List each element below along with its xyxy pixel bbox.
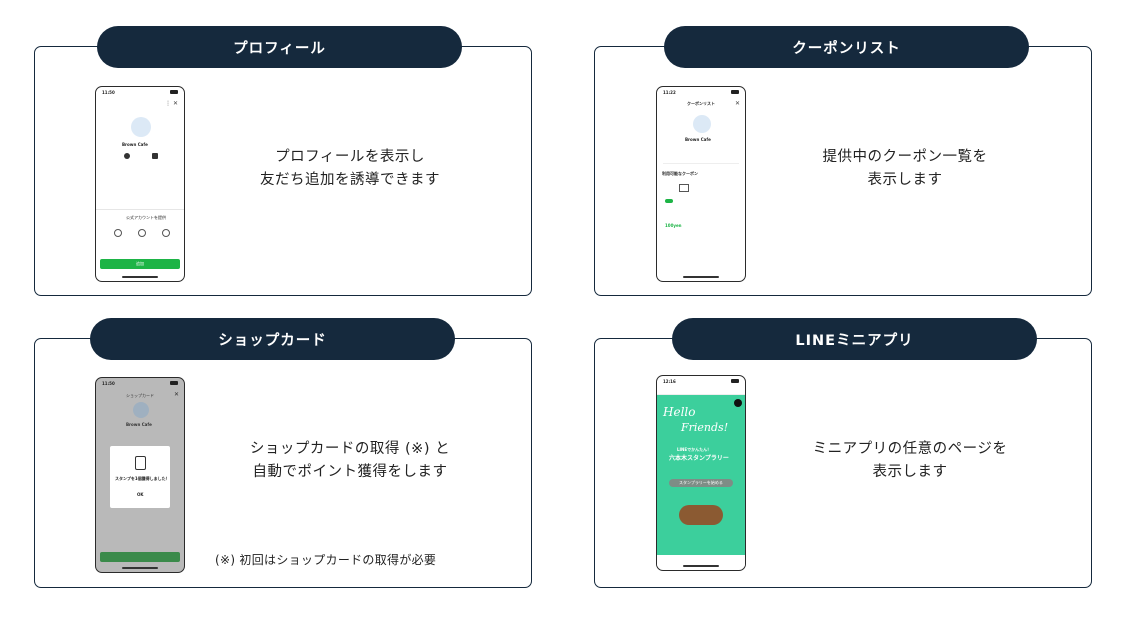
desc-line-1: プロフィールを表示し xyxy=(275,149,425,165)
tab-row xyxy=(663,155,739,164)
card-title-shop-card: ショップカード xyxy=(90,318,455,360)
hello-text: Hello xyxy=(663,405,696,419)
status-time: 11:50 xyxy=(102,90,115,95)
battery-icon xyxy=(170,381,178,385)
phone-mockup-shopcard: 11:50 ショップカード ✕ Brown Cafe スタンプを1個獲得しました… xyxy=(95,377,185,573)
browser-bar xyxy=(657,386,745,395)
divider xyxy=(96,209,184,210)
card-desc-shop-card: ショップカードの取得 (※) と 自動でポイント獲得をします xyxy=(225,438,475,484)
option-icon-3 xyxy=(162,229,170,237)
status-time: 11:50 xyxy=(102,381,115,386)
phone-mockup-miniapp: 12:16 Hello Friends! LINEでかんたん！ 六本木スタンプラ… xyxy=(656,375,746,571)
close-icon: ✕ xyxy=(173,391,179,398)
account-name: Brown Cafe xyxy=(122,142,148,147)
desc-line-1: ミニアプリの任意のページを xyxy=(812,441,1008,457)
screen-header: クーポンリスト xyxy=(687,101,715,106)
status-time: 11:22 xyxy=(663,90,676,95)
card-desc-mini-app: ミニアプリの任意のページを 表示します xyxy=(785,438,1035,484)
dialog-ok-button[interactable]: OK xyxy=(137,492,144,497)
coupon-badge xyxy=(665,199,673,203)
account-name: Brown Cafe xyxy=(126,422,152,427)
option-icon-2 xyxy=(138,229,146,237)
battery-icon xyxy=(731,90,739,94)
avatar xyxy=(133,402,149,418)
footnote: (※) 初回はショップカードの取得が必要 xyxy=(215,553,437,567)
section-label: 公式アカウントを提供 xyxy=(126,215,166,220)
battery-icon xyxy=(731,379,739,383)
banner-title: 六本木スタンプラリー xyxy=(669,455,729,462)
home-indicator xyxy=(683,276,719,278)
phone-mockup-coupon: 11:22 クーポンリスト ✕ Brown Cafe 利用可能なクーポン 100… xyxy=(656,86,746,282)
home-indicator xyxy=(122,567,158,569)
desc-line-2: 友だち追加を誘導できます xyxy=(260,172,440,188)
section-label: 利用可能なクーポン xyxy=(662,171,698,176)
footer-button[interactable] xyxy=(100,552,180,562)
home-indicator xyxy=(122,276,158,278)
battery-icon xyxy=(170,90,178,94)
call-icon xyxy=(152,153,158,159)
character-illustration xyxy=(679,505,723,525)
coupon-icon xyxy=(679,184,689,192)
dialog-message: スタンプを1個獲得しました！ xyxy=(115,476,170,481)
desc-line-2: 表示します xyxy=(872,464,948,480)
desc-line-2: 自動でポイント獲得をします xyxy=(252,464,448,480)
close-icon: ✕ xyxy=(734,100,740,107)
avatar xyxy=(131,117,151,137)
card-desc-profile: プロフィールを表示し 友だち追加を誘導できます xyxy=(225,146,475,192)
card-desc-coupon-list: 提供中のクーポン一覧を 表示します xyxy=(780,146,1030,192)
home-indicator xyxy=(683,565,719,567)
more-icon: ⋮ ✕ xyxy=(165,100,178,107)
option-icon-1 xyxy=(114,229,122,237)
desc-line-1: ショップカードの取得 (※) と xyxy=(249,441,451,457)
desc-line-2: 表示します xyxy=(867,172,943,188)
cta-label: スタンプラリーを始める xyxy=(679,480,723,485)
chat-icon xyxy=(124,153,130,159)
mini-app-hero: Hello Friends! LINEでかんたん！ 六本木スタンプラリー スタン… xyxy=(657,395,745,555)
phone-mockup-profile: 11:50 ⋮ ✕ Brown Cafe 公式アカウントを提供 追加 xyxy=(95,86,185,282)
add-friend-button[interactable]: 追加 xyxy=(100,259,180,269)
add-friend-label: 追加 xyxy=(136,261,144,266)
banner-sub: LINEでかんたん！ xyxy=(677,447,712,452)
coupon-discount: 100yen xyxy=(665,223,682,228)
menu-icon[interactable] xyxy=(734,399,742,407)
bottom-nav xyxy=(657,556,745,566)
avatar xyxy=(693,115,711,133)
friends-text: Friends! xyxy=(681,421,729,434)
card-title-mini-app: LINEミニアプリ xyxy=(672,318,1037,360)
cta-button[interactable]: スタンプラリーを始める xyxy=(669,479,733,487)
card-title-profile: プロフィール xyxy=(97,26,462,68)
stamp-icon xyxy=(135,456,146,470)
desc-line-1: 提供中のクーポン一覧を xyxy=(822,149,988,165)
account-name: Brown Cafe xyxy=(685,137,711,142)
stamp-dialog: スタンプを1個獲得しました！ OK xyxy=(110,446,170,508)
screen-header: ショップカード xyxy=(126,393,154,398)
card-title-coupon-list: クーポンリスト xyxy=(664,26,1029,68)
status-time: 12:16 xyxy=(663,379,676,384)
